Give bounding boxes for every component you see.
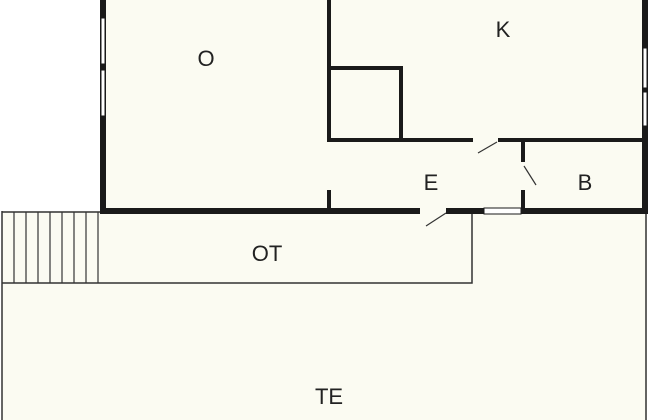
cabinet-block <box>327 66 403 142</box>
room-label-bath: B <box>578 170 593 195</box>
room-label-covered-terrace: OT <box>252 241 283 266</box>
bath-door <box>523 165 537 186</box>
covered-terrace-outline <box>103 211 473 284</box>
room-label-living: O <box>197 46 214 71</box>
room-label-terrace: TE <box>315 384 343 409</box>
entry-door <box>425 212 447 227</box>
stairs-floor <box>2 211 103 283</box>
house-floor <box>103 0 645 211</box>
window-left-upper <box>100 17 106 65</box>
room-labels: O K E B OT TE <box>197 17 592 409</box>
doors <box>425 141 537 227</box>
stairs <box>13 212 99 283</box>
room-label-entry: E <box>424 170 439 195</box>
window-right-lower <box>642 91 648 127</box>
window-left-lower <box>100 69 106 117</box>
window-bottom <box>483 207 522 215</box>
windows <box>100 17 648 215</box>
room-label-kitchen: K <box>496 17 511 42</box>
terrace-floor <box>2 211 647 420</box>
window-right-upper <box>642 47 648 89</box>
kitchen-door <box>477 141 498 154</box>
interior-walls <box>327 0 645 213</box>
